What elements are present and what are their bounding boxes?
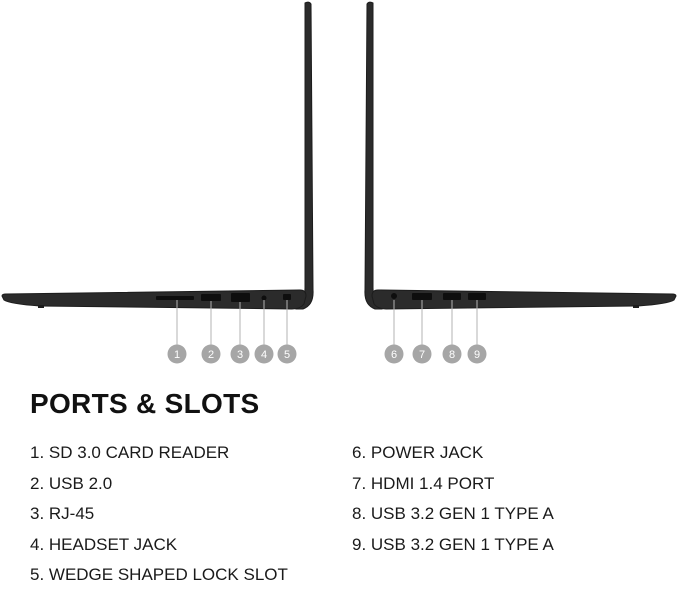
- laptop-left-foot: [38, 305, 44, 308]
- laptop-left-lid: [295, 1, 314, 310]
- marker-4-label: 4: [261, 349, 267, 361]
- section-title: PORTS & SLOTS: [30, 388, 260, 419]
- marker-3: 3: [230, 344, 250, 364]
- marker-2-label: 2: [208, 349, 214, 361]
- port-lock-slot: [283, 294, 291, 300]
- marker-3-label: 3: [237, 349, 243, 361]
- port-hdmi: [412, 293, 432, 300]
- port-power-jack: [391, 293, 397, 299]
- port-item-3: 3. RJ-45: [30, 504, 95, 523]
- port-item-7: 7. HDMI 1.4 PORT: [352, 473, 495, 493]
- port-headset-jack: [261, 295, 267, 301]
- port-rj-45: [231, 293, 250, 302]
- port-item-1: 1. SD 3.0 CARD READER: [30, 443, 230, 462]
- laptop-side-views: 1 2 3 4 5 6 7 8 9: [1, 1, 677, 364]
- port-usb-3-2-b: [468, 293, 486, 300]
- port-item-2: 2. USB 2.0: [30, 473, 113, 493]
- marker-6: 6: [384, 344, 404, 364]
- marker-1: 1: [167, 344, 187, 364]
- ports-list-left: 1. SD 3.0 CARD READER 2. USB 2.0 3. RJ-4…: [30, 442, 288, 595]
- laptop-right-lid: [364, 1, 383, 310]
- laptop-right-foot: [633, 305, 639, 308]
- port-item-8: 8. USB 3.2 GEN 1 TYPE A: [352, 504, 554, 523]
- port-item-9: 9. USB 3.2 GEN 1 TYPE A: [352, 534, 554, 554]
- port-sd-card-slot: [156, 296, 194, 300]
- marker-6-label: 6: [391, 349, 397, 361]
- port-item-6: 6. POWER JACK: [352, 443, 484, 462]
- port-usb-3-2-a: [443, 293, 461, 300]
- marker-9: 9: [467, 344, 487, 364]
- port-item-5: 5. WEDGE SHAPED LOCK SLOT: [30, 565, 288, 584]
- port-usb-2-0: [201, 294, 221, 301]
- laptop-right-side-view: [364, 1, 677, 310]
- marker-2: 2: [201, 344, 221, 364]
- marker-5-label: 5: [284, 349, 290, 361]
- marker-5: 5: [277, 344, 297, 364]
- marker-7: 7: [412, 344, 432, 364]
- marker-8: 8: [442, 344, 462, 364]
- laptop-left-side-view: [1, 1, 314, 310]
- marker-4: 4: [254, 344, 274, 364]
- port-item-4: 4. HEADSET JACK: [30, 534, 178, 554]
- marker-8-label: 8: [449, 349, 455, 361]
- marker-1-label: 1: [174, 349, 180, 361]
- marker-9-label: 9: [474, 349, 480, 361]
- laptop-left-base: [1, 289, 307, 310]
- callout-lines: [176, 300, 478, 345]
- marker-7-label: 7: [419, 349, 425, 361]
- ports-list-right: 6. POWER JACK 7. HDMI 1.4 PORT 8. USB 3.…: [352, 442, 554, 564]
